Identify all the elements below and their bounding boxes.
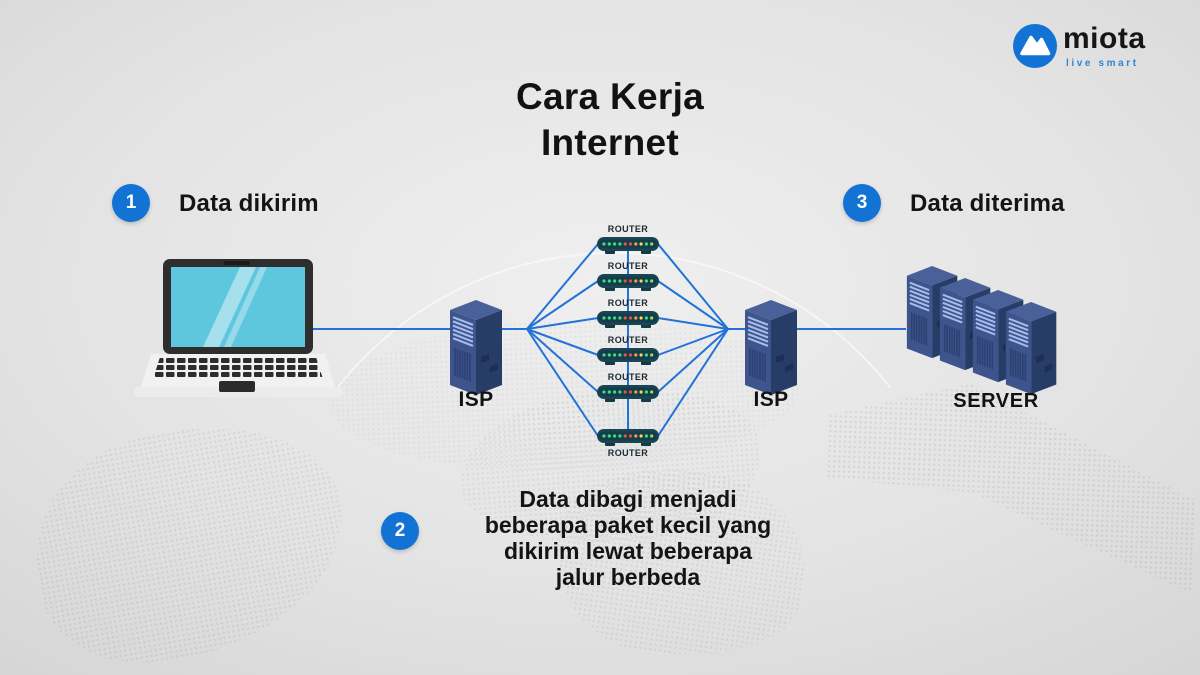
step-2-label: Data dibagi menjadi beberapa paket kecil… — [448, 486, 808, 590]
brand-logo: miota live smart — [1013, 22, 1183, 74]
step-1-label: Data dikirim — [179, 190, 319, 217]
server-rack-icon — [905, 264, 1058, 396]
server-label: SERVER — [953, 390, 1039, 412]
logo-circle — [1013, 24, 1057, 68]
step-2-label-line4: jalur berbeda — [555, 564, 701, 590]
step-2-label-line2: beberapa paket kecil yang — [484, 512, 772, 538]
brand-name: miota — [1063, 22, 1146, 55]
router-icon — [597, 429, 659, 446]
mountain-icon — [1020, 35, 1051, 56]
brand-tagline: live smart — [1066, 58, 1139, 69]
laptop-icon — [133, 259, 343, 397]
isp-tower-icon-left — [448, 298, 504, 397]
step-2-label-line1: Data dibagi menjadi — [519, 486, 737, 512]
router-label-1: ROUTER — [607, 224, 649, 234]
isp-left-label: ISP — [458, 388, 494, 411]
step-3-badge: 3 — [843, 184, 881, 222]
router-label-6: ROUTER — [607, 448, 649, 458]
step-2-label-line3: dikirim lewat beberapa — [504, 538, 752, 564]
isp-tower-icon-right — [743, 298, 799, 397]
router-label-4: ROUTER — [607, 335, 649, 345]
step-2-badge: 2 — [381, 512, 419, 550]
step-3-label: Data diterima — [910, 190, 1065, 217]
left-fan-lines — [526, 243, 599, 437]
router-label-2: ROUTER — [607, 261, 649, 271]
step-1-badge: 1 — [112, 184, 150, 222]
page-title-line1: Cara Kerja — [515, 76, 705, 117]
page-title: Cara Kerja Internet — [10, 74, 1200, 166]
router-label-3: ROUTER — [607, 298, 649, 308]
page-title-line2: Internet — [540, 122, 680, 163]
isp-right-label: ISP — [753, 388, 789, 411]
router-label-5: ROUTER — [607, 372, 649, 382]
right-fan-lines — [657, 243, 729, 437]
